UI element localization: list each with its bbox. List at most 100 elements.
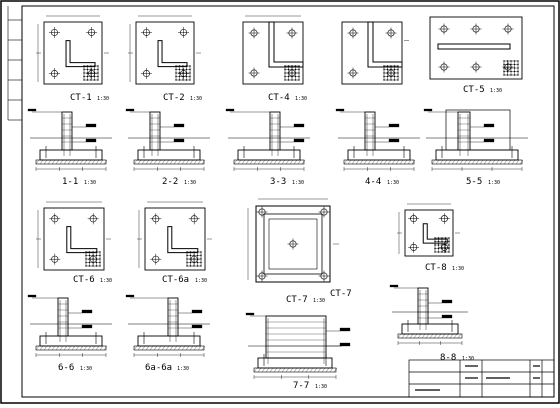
plan-outline (404, 209, 454, 257)
hatch (137, 345, 142, 351)
hatch (269, 367, 274, 373)
rebar-dot (83, 79, 85, 81)
hatch (297, 159, 302, 165)
rebar-dot (95, 251, 98, 253)
hatch (103, 345, 108, 351)
rebar-dot (513, 63, 516, 66)
anchor-bolt (286, 27, 298, 39)
hatch (437, 333, 442, 339)
hatch (401, 333, 406, 339)
hatch (455, 159, 460, 165)
hatch (379, 159, 384, 165)
level-text (245, 312, 255, 316)
rebar-dot (434, 247, 436, 250)
rebar-dot (390, 65, 392, 67)
anchor-bolt (318, 206, 330, 218)
rebar-dot (448, 244, 450, 246)
rebar-dot (393, 79, 396, 81)
hatch (277, 159, 282, 165)
rebar-dot (291, 75, 293, 78)
leader-note (173, 138, 185, 143)
section-scale-44: 1:30 (387, 180, 399, 186)
wall-block (445, 109, 511, 151)
section-label-88: 8-8 (440, 353, 456, 363)
hatch (185, 159, 190, 165)
hatch (273, 367, 278, 373)
hatch (141, 159, 146, 165)
rebar-grid (186, 251, 202, 267)
rebar-dot (97, 68, 99, 71)
anchor-bolt (178, 26, 190, 38)
rebar-dot (448, 247, 450, 250)
rebar-dot (178, 65, 181, 67)
hatch (463, 159, 468, 165)
rebar-dot (88, 258, 91, 260)
rebar-dot (291, 72, 293, 74)
hatch (71, 345, 76, 351)
rebar-dot (189, 79, 191, 81)
rebar-dot (178, 72, 181, 74)
plan-label-ct6: CT-6 (73, 275, 95, 285)
footing (39, 149, 103, 161)
hatch (43, 159, 48, 165)
column (149, 111, 161, 151)
rebar-dot (517, 60, 519, 62)
hatch (293, 159, 298, 165)
leader-note (339, 327, 351, 332)
rebar-dot (200, 251, 202, 253)
inner-border (21, 5, 555, 398)
rebar-dot (517, 74, 519, 76)
rebar-dot (441, 251, 443, 253)
hatch (67, 345, 72, 351)
column-outline (66, 226, 98, 254)
rebar-dot (506, 60, 509, 62)
title-block (408, 359, 555, 398)
rebar-dot (441, 237, 443, 239)
hatch (407, 159, 412, 165)
hatch (515, 159, 520, 165)
leader-note (85, 123, 97, 128)
level-text (125, 108, 135, 112)
hatch (47, 345, 52, 351)
hatch (417, 333, 422, 339)
rebar-dot (287, 72, 290, 74)
plan-outline (242, 21, 304, 85)
rebar-dot (99, 258, 101, 260)
hatch (273, 159, 278, 165)
rebar-dot (186, 258, 188, 260)
anchor-bolt (86, 26, 98, 38)
rebar-dot (287, 75, 290, 78)
rebar-dot (186, 251, 188, 253)
leader-note (191, 324, 203, 329)
hatch (83, 159, 88, 165)
hatch (51, 345, 56, 351)
hatch (249, 159, 254, 165)
section-scale-55: 1:30 (488, 180, 500, 186)
rebar-dot (383, 65, 385, 67)
anchor-bolt (248, 67, 260, 79)
rebar-dot (93, 79, 96, 81)
rebar-dot (434, 251, 436, 253)
rebar-dot (294, 72, 297, 74)
rebar-dot (189, 251, 192, 253)
hatch (87, 159, 92, 165)
hatch (145, 345, 150, 351)
hatch (439, 159, 444, 165)
hatch (261, 367, 266, 373)
rebar-dot (185, 75, 188, 78)
hatch (35, 345, 40, 351)
hatch (157, 159, 162, 165)
hatch (399, 159, 404, 165)
rebar-dot (383, 68, 385, 71)
rebar-dot (437, 247, 440, 250)
column-outline (268, 218, 318, 270)
hatch (141, 345, 146, 351)
leader-note (81, 309, 93, 314)
hatch (257, 159, 262, 165)
leader-note (293, 123, 305, 128)
plan-outline (144, 207, 206, 271)
foundation-section (125, 294, 210, 357)
blinding-layer (431, 159, 523, 165)
foundation-plan (247, 198, 339, 283)
rebar-dot (510, 67, 512, 69)
